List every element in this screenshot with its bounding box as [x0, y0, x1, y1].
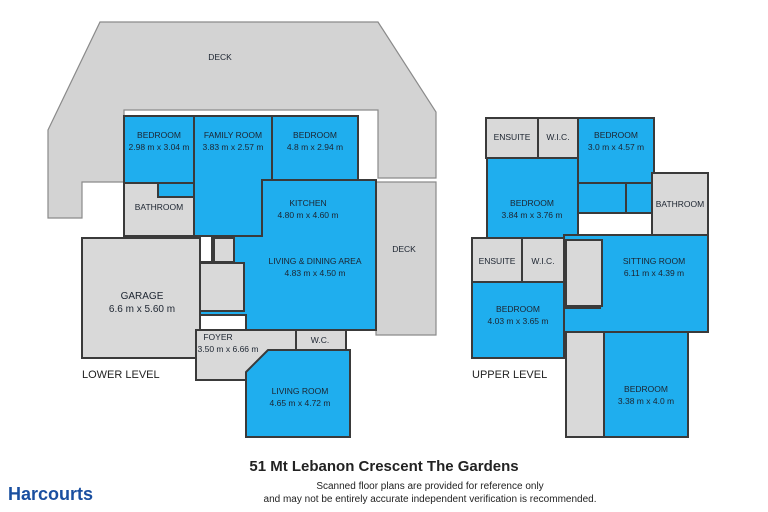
family-room-dims: 3.83 m x 2.57 m — [203, 142, 264, 152]
property-address: 51 Mt Lebanon Crescent The Gardens — [249, 458, 519, 475]
foyer-dims: 3.50 m x 6.66 m — [198, 344, 259, 354]
bathroom-vanity — [157, 182, 195, 198]
garage-name: GARAGE — [121, 291, 164, 302]
wc-lower-label: W.C. — [311, 335, 329, 345]
bedroom-right-name: BEDROOM — [293, 130, 337, 140]
hallway-upper — [565, 331, 605, 438]
bedroom-top-dims: 3.0 m x 4.57 m — [588, 142, 644, 152]
lower-level-label: LOWER LEVEL — [82, 369, 160, 381]
bedroom-low-room — [471, 281, 565, 359]
bedroom-bottom-dims: 3.38 m x 4.0 m — [618, 396, 674, 406]
bathroom-upper-vanity — [625, 182, 653, 214]
closet-lower — [213, 237, 235, 263]
upper-level-plan: ENSUITE W.I.C. BEDROOM 3.0 m x 4.57 m BE… — [471, 117, 709, 438]
bedroom-left-dims: 2.98 m x 3.04 m — [129, 142, 190, 152]
wic-mid-room — [521, 237, 565, 283]
wic-mid-label: W.I.C. — [531, 256, 554, 266]
deck-right-area — [375, 181, 437, 336]
bathroom-upper-label: BATHROOM — [656, 199, 704, 209]
harcourts-logo: Harcourts — [8, 484, 94, 504]
upper-level-label: UPPER LEVEL — [472, 369, 547, 381]
living-dining-name: LIVING & DINING AREA — [268, 256, 361, 266]
bedroom-bottom-name: BEDROOM — [624, 384, 668, 394]
disclaimer: Scanned floor plans are provided for ref… — [220, 480, 640, 506]
bedroom-right-dims: 4.8 m x 2.94 m — [287, 142, 343, 152]
living-room-name: LIVING ROOM — [272, 386, 329, 396]
stair-void — [199, 262, 245, 312]
bedroom-mid-dims: 3.84 m x 3.76 m — [502, 210, 563, 220]
deck-right-label: DECK — [392, 244, 416, 254]
bedroom-top-room — [577, 117, 655, 184]
foyer-name: FOYER — [203, 332, 232, 342]
deck-top-area — [47, 21, 437, 219]
bedroom-low-dims: 4.03 m x 3.65 m — [488, 316, 549, 326]
disclaimer-line-1: Scanned floor plans are provided for ref… — [316, 481, 544, 492]
kitchen-dims: 4.80 m x 4.60 m — [278, 210, 339, 220]
ensuite-mid-label: ENSUITE — [479, 256, 516, 266]
garage-dims: 6.6 m x 5.60 m — [109, 304, 175, 315]
bedroom-top-name: BEDROOM — [594, 130, 638, 140]
ensuite-top-label: ENSUITE — [494, 132, 531, 142]
bathroom-lower-label: BATHROOM — [135, 202, 183, 212]
bedroom-left-name: BEDROOM — [137, 130, 181, 140]
wic-top-label: W.I.C. — [546, 132, 569, 142]
living-room-dims: 4.65 m x 4.72 m — [270, 398, 331, 408]
sitting-room-dims: 6.11 m x 4.39 m — [624, 268, 684, 278]
stairs-upper — [565, 239, 603, 307]
living-dining-dims: 4.83 m x 4.50 m — [285, 268, 346, 278]
ensuite-mid-room — [471, 237, 523, 283]
bedroom-mid-name: BEDROOM — [510, 198, 554, 208]
sitting-room-name: SITTING ROOM — [623, 256, 685, 266]
closet-upper — [577, 182, 627, 214]
bedroom-right-room — [271, 115, 359, 181]
kitchen-name: KITCHEN — [289, 198, 326, 208]
deck-top-label: DECK — [208, 52, 232, 62]
lower-level-plan: DECK DECK BEDROOM 2.98 m x 3.04 m FAMILY… — [47, 21, 437, 438]
bedroom-bottom-room — [603, 331, 689, 438]
ensuite-top-room — [485, 117, 539, 159]
disclaimer-line-2: and may not be entirely accurate indepen… — [263, 494, 597, 505]
living-room-lower — [245, 349, 351, 438]
bedroom-low-name: BEDROOM — [496, 304, 540, 314]
family-room-name: FAMILY ROOM — [204, 130, 262, 140]
